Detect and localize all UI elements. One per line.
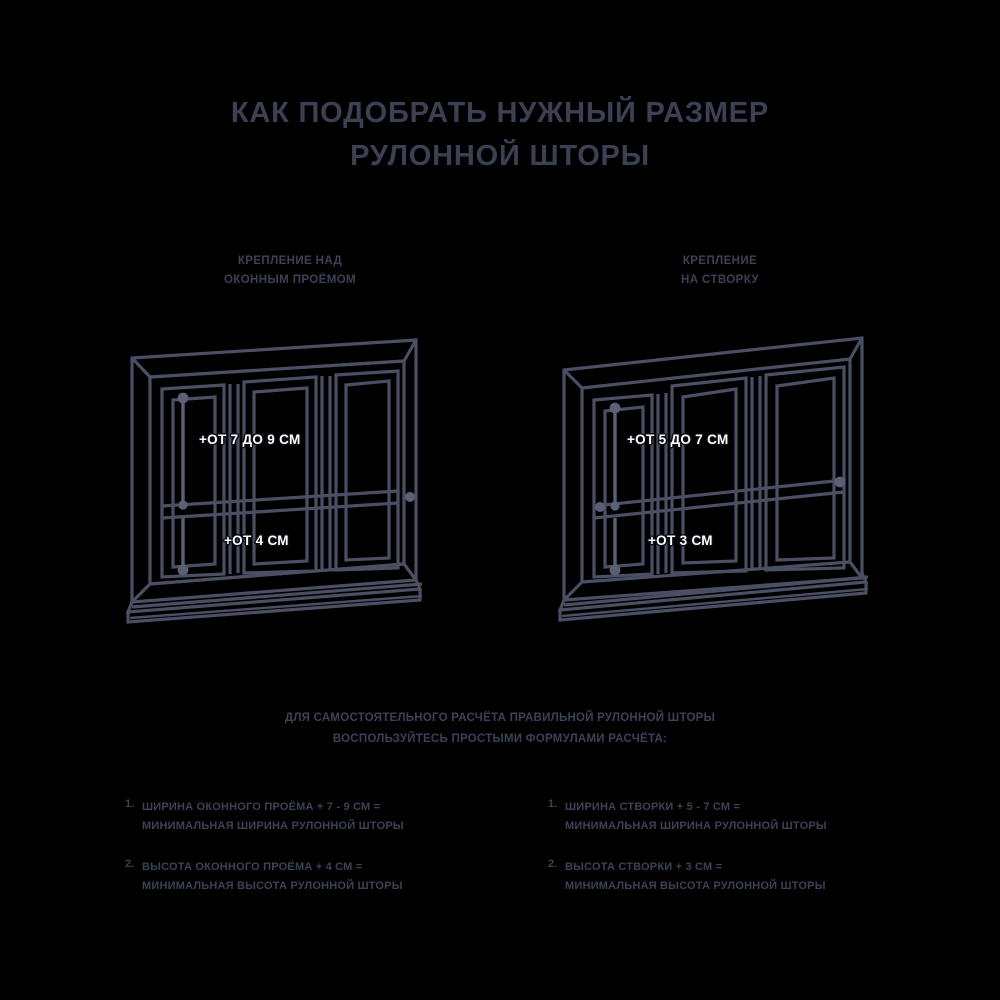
dim-arrow-upper-cap-top-r xyxy=(609,402,621,414)
window-diagram-on-sash xyxy=(557,336,869,622)
section-heading-left-line-1: КРЕПЛЕНИЕ НАД xyxy=(237,255,343,267)
windowsill-edge-line-r xyxy=(563,575,869,607)
windowsill-bottom-line-r xyxy=(561,587,869,618)
section-heading-left: КРЕПЛЕНИЕ НАД ОКОННЫМ ПРОЁМОМ xyxy=(140,252,440,290)
formula-column-left: 1. ШИРИНА ОКОННОГО ПРОЁМА + 7 - 9 СМ = М… xyxy=(0,798,500,918)
transom-line-bottom xyxy=(161,501,399,520)
dimension-label-left-height: +ОТ 4 СМ xyxy=(224,533,289,548)
frame-depth-br-r xyxy=(848,561,864,579)
formula-number: 1. xyxy=(548,798,558,810)
frame-depth-tl xyxy=(130,356,152,379)
title-line-2: РУЛОННОЙ ШТОРЫ xyxy=(350,140,650,172)
footer-intro-line-2: ВОСПОЛЬЗУЙТЕСЬ ПРОСТЫМИ ФОРМУЛАМИ РАСЧЁТ… xyxy=(332,733,668,745)
window-diagram-over-opening xyxy=(125,338,423,624)
pane-3-outer xyxy=(334,369,400,572)
pane-1-outer xyxy=(160,383,226,579)
formula-list: 1. ШИРИНА ОКОННОГО ПРОЁМА + 7 - 9 СМ = М… xyxy=(0,798,1000,918)
transom-line-top xyxy=(161,489,399,508)
formula-line-1: ШИРИНА СТВОРКИ + 5 - 7 СМ = xyxy=(565,801,741,813)
page-title: КАК ПОДОБРАТЬ НУЖНЫЙ РАЗМЕР РУЛОННОЙ ШТО… xyxy=(0,92,1000,178)
dim-arrow-upper-cap-bottom xyxy=(178,500,188,510)
dim-arrow-transom-cap-right-r xyxy=(834,476,846,488)
section-heading-left-line-2: ОКОННЫМ ПРОЁМОМ xyxy=(223,274,357,286)
formula-number: 1. xyxy=(125,798,135,810)
formula-item: 2. ВЫСОТА СТВОРКИ + 3 СМ = МИНИМАЛЬНАЯ В… xyxy=(548,858,1000,896)
pane-3-glass xyxy=(344,379,391,562)
formula-line-1: ВЫСОТА СТВОРКИ + 3 СМ = xyxy=(565,861,723,873)
dim-arrow-lower-cap-bottom xyxy=(177,564,189,576)
windowsill-edge-line xyxy=(131,582,423,609)
transom-line-bottom-r xyxy=(593,490,845,520)
pane-1-glass xyxy=(171,395,217,569)
formula-item: 2. ВЫСОТА ОКОННОГО ПРОЁМА + 4 СМ = МИНИМ… xyxy=(125,858,500,896)
footer-intro: ДЛЯ САМОСТОЯТЕЛЬНОГО РАСЧЁТА ПРАВИЛЬНОЙ … xyxy=(0,708,1000,750)
frame-depth-br xyxy=(402,563,418,581)
dimension-arrows-right xyxy=(595,402,846,576)
formula-line-1: ШИРИНА ОКОННОГО ПРОЁМА + 7 - 9 СМ = xyxy=(142,801,381,813)
dim-arrow-transom-cap-left-r xyxy=(595,502,605,512)
formula-number: 2. xyxy=(125,858,135,870)
section-heading-right: КРЕПЛЕНИЕ НА СТВОРКУ xyxy=(570,252,870,290)
dimension-label-left-width: +ОТ 7 ДО 9 СМ xyxy=(199,432,301,447)
windowsill-bottom-line xyxy=(129,594,423,620)
dimension-arrows-left xyxy=(177,392,415,576)
pane-3-glass-r xyxy=(775,376,836,562)
frame-depth-bl-r xyxy=(562,580,584,602)
pane-2-outer xyxy=(242,375,318,575)
dimension-label-right-width: +ОТ 5 ДО 7 СМ xyxy=(627,432,729,447)
formula-line-2: МИНИМАЛЬНАЯ ВЫСОТА РУЛОННОЙ ШТОРЫ xyxy=(142,880,403,892)
formula-column-right: 1. ШИРИНА СТВОРКИ + 5 - 7 СМ = МИНИМАЛЬН… xyxy=(500,798,1000,918)
dim-arrow-upper-cap-bottom-r xyxy=(610,501,620,511)
outer-frame-inner-edge xyxy=(148,359,406,586)
frame-depth-tr-r xyxy=(848,337,864,360)
pane-1-glass-r xyxy=(603,405,645,569)
dimension-label-right-height: +ОТ 3 СМ xyxy=(648,533,713,548)
pane-2-glass xyxy=(252,386,309,566)
pane-3-outer-r xyxy=(764,365,846,572)
formula-line-2: МИНИМАЛЬНАЯ ШИРИНА РУЛОННОЙ ШТОРЫ xyxy=(142,820,404,832)
formula-line-1: ВЫСОТА ОКОННОГО ПРОЁМА + 4 СМ = xyxy=(142,861,363,873)
formula-item: 1. ШИРИНА СТВОРКИ + 5 - 7 СМ = МИНИМАЛЬН… xyxy=(548,798,1000,836)
formula-line-2: МИНИМАЛЬНАЯ ВЫСОТА РУЛОННОЙ ШТОРЫ xyxy=(565,880,826,892)
frame-depth-tr xyxy=(402,339,418,362)
dim-arrow-lower-cap-bottom-r xyxy=(609,564,621,576)
section-heading-right-line-1: КРЕПЛЕНИЕ xyxy=(682,255,758,267)
footer-intro-line-1: ДЛЯ САМОСТОЯТЕЛЬНОГО РАСЧЁТА ПРАВИЛЬНОЙ … xyxy=(284,712,716,724)
formula-number: 2. xyxy=(548,858,558,870)
formula-item: 1. ШИРИНА ОКОННОГО ПРОЁМА + 7 - 9 СМ = М… xyxy=(125,798,500,836)
sash-block-outline xyxy=(148,359,406,586)
transom-line-top-r xyxy=(593,478,845,508)
frame-depth-bl xyxy=(130,582,152,604)
dim-arrow-transom-cap-right xyxy=(405,492,415,502)
frame-depth-tl-r xyxy=(562,368,584,390)
windowsill-face xyxy=(126,589,422,624)
title-line-1: КАК ПОДОБРАТЬ НУЖНЫЙ РАЗМЕР xyxy=(230,97,770,129)
formula-line-2: МИНИМАЛЬНАЯ ШИРИНА РУЛОННОЙ ШТОРЫ xyxy=(565,820,827,832)
section-heading-right-line-2: НА СТВОРКУ xyxy=(681,274,759,286)
windowsill-face-r xyxy=(558,582,868,622)
dim-arrow-upper-cap-top xyxy=(177,392,189,404)
